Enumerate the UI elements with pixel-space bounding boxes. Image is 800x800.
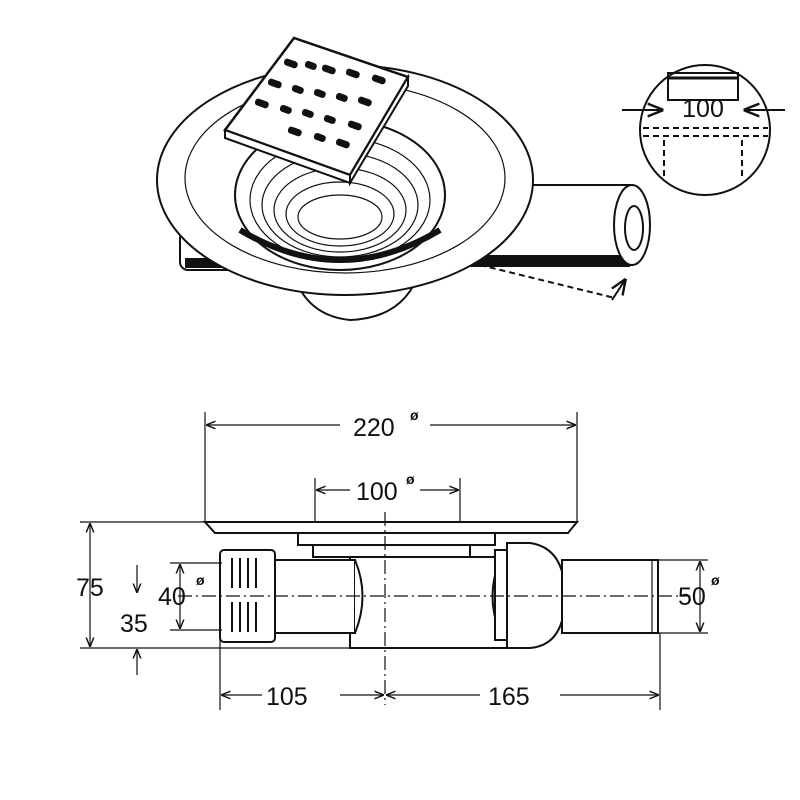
square-grate: [222, 36, 410, 187]
grate-size-inset: 100: [622, 64, 785, 196]
dim-flange-diameter: 220: [353, 414, 395, 442]
flange: [202, 521, 580, 534]
grate-frame: [312, 544, 471, 558]
dim-height: 75: [76, 574, 104, 602]
extension-lines: [80, 412, 708, 710]
isometric-drain-view: [156, 36, 651, 322]
dim-outlet-height: 35: [120, 610, 148, 638]
nut-ribs: [231, 558, 257, 632]
dim-grate-diameter-symbol: ø: [406, 471, 415, 487]
dim-grate-diameter: 100: [356, 478, 398, 506]
grate-slots: [254, 58, 386, 149]
outlet-collar: [494, 549, 508, 641]
side-view: 220 ø 100 ø 75 35 40 ø 50 ø 105 165: [76, 407, 720, 711]
inset-circle: [639, 64, 771, 196]
left-foot-shadow: [185, 258, 230, 268]
dim-center-to-outlet: 165: [488, 683, 530, 711]
dim-inlet-diameter: 40: [158, 583, 186, 611]
dim-inlet-diameter-symbol: ø: [196, 572, 205, 588]
dimension-lines: [90, 425, 700, 695]
inset-size-label: 100: [682, 95, 724, 123]
dim-inlet-to-center: 105: [266, 683, 308, 711]
grate-plate: [297, 532, 496, 546]
dim-flange-diameter-symbol: ø: [410, 407, 419, 423]
dim-outlet-diameter: 50: [678, 583, 706, 611]
drain-body: [349, 556, 512, 649]
dim-outlet-diameter-symbol: ø: [711, 572, 720, 588]
